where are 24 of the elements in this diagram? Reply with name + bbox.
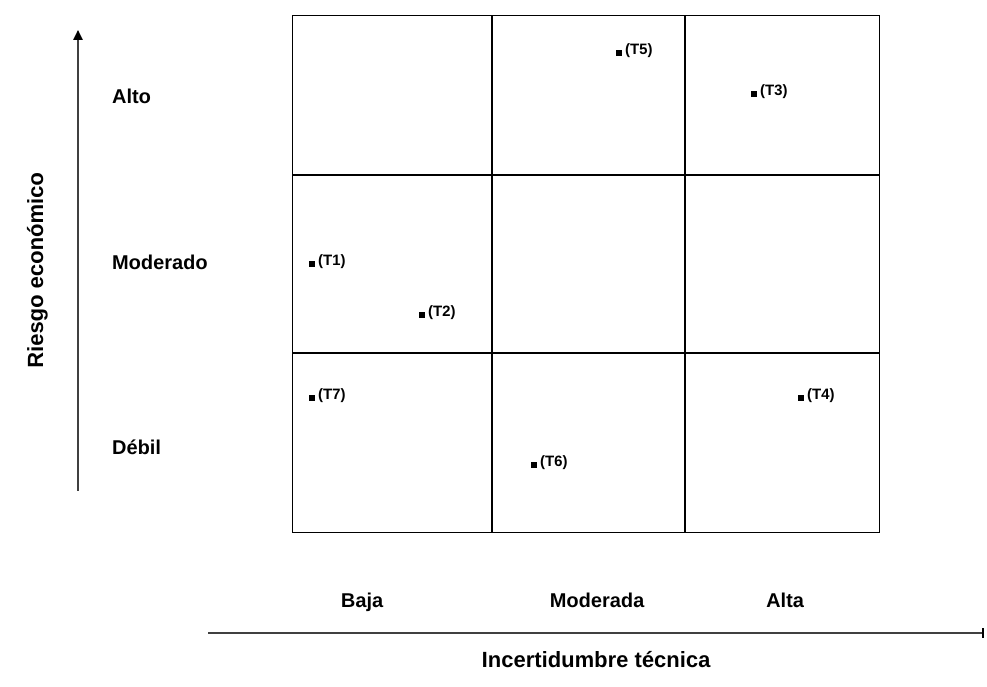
- row-label: Débil: [112, 436, 161, 460]
- matrix-cell: [492, 15, 685, 175]
- point-label: (T2): [428, 303, 456, 321]
- point-label: (T6): [540, 453, 568, 471]
- row-label: Alto: [112, 85, 151, 109]
- matrix-cell: [292, 15, 492, 175]
- row-label: Moderado: [112, 251, 208, 275]
- column-label: Baja: [340, 589, 384, 613]
- axis-title: Incertidumbre técnica: [482, 648, 710, 672]
- matrix-cell: [292, 353, 492, 533]
- column-label: Alta: [766, 589, 804, 613]
- point-label: (T4): [807, 386, 834, 404]
- column-label: Moderada: [550, 589, 644, 613]
- matrix-cell: [685, 353, 880, 533]
- matrix-cell: [685, 175, 880, 353]
- matrix-cell: [292, 175, 492, 353]
- point-label: (T5): [625, 41, 652, 59]
- point-label: (T3): [760, 82, 788, 100]
- matrix-cell: [685, 15, 880, 175]
- matrix-cell: [492, 353, 685, 533]
- point-label: (T7): [318, 386, 346, 404]
- matrix-cell: [492, 175, 685, 353]
- axis-title: Riesgo económico: [24, 172, 48, 368]
- point-label: (T1): [318, 252, 346, 270]
